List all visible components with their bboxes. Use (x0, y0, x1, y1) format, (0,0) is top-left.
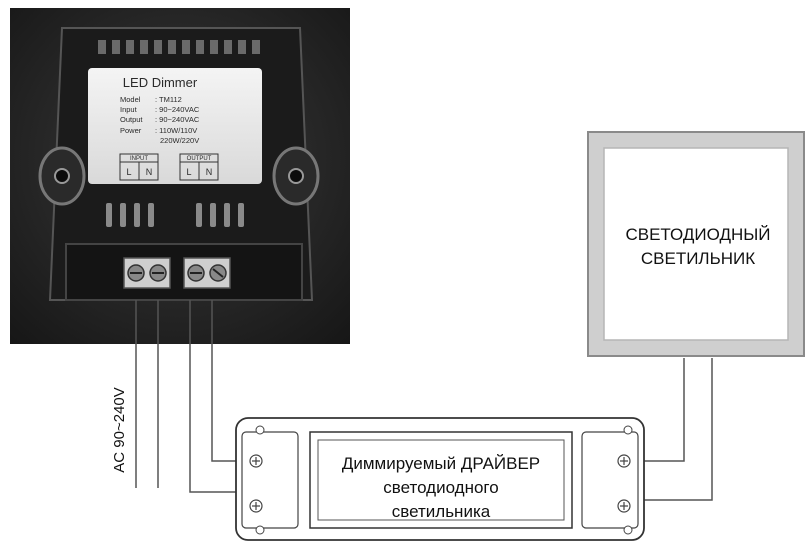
driver-output-wire-1 (636, 358, 685, 462)
wires (135, 300, 713, 501)
label-output-terminals: OUTPUT L N (179, 153, 219, 181)
input-l-label: L (126, 167, 131, 177)
ridge-strip (98, 40, 260, 54)
mounting-hole-left (38, 146, 86, 206)
dimmer-title: LED Dimmer (123, 75, 198, 90)
driver-cap-screws (255, 425, 633, 535)
driver-label-line1: Диммируемый ДРАЙВЕР (342, 454, 540, 473)
luminaire-label-line2: СВЕТИЛЬНИК (641, 249, 755, 268)
output-n-label: N (206, 167, 213, 177)
dimmer-specs: Model : TM112 Input : 90~240VAC Output :… (120, 95, 200, 145)
screw-icon (255, 425, 265, 435)
dimmer-output-wire-2 (211, 300, 244, 462)
led-dimmer: LED Dimmer Model : TM112 Input : 90~240V… (10, 8, 350, 344)
screw-icon (255, 525, 265, 535)
luminaire-panel (603, 147, 789, 341)
spec-key: Input (120, 105, 138, 114)
driver-label-inner (317, 439, 565, 521)
input-label: INPUT (130, 156, 148, 162)
spec-value: : 110W/110V (155, 126, 197, 135)
luminaire-label-line1: СВЕТОДИОДНЫЙ (625, 225, 770, 244)
driver-input-screws (249, 454, 263, 513)
mains-label: AC 90~240V (111, 387, 128, 472)
output-label: OUTPUT (187, 156, 212, 162)
dimmer-output-wire-1 (189, 300, 244, 493)
input-n-label: N (146, 167, 153, 177)
label-input-terminals: INPUT L N (119, 153, 159, 181)
driver-output-wire-2 (636, 358, 713, 501)
driver-housing (235, 417, 645, 541)
driver-output-screws (617, 454, 631, 513)
driver-label-line2: светодиодного (383, 478, 498, 497)
screw-icon (623, 425, 633, 435)
driver-label-line3: светильника (392, 502, 491, 521)
dimmable-driver: Диммируемый ДРАЙВЕР светодиодного светил… (235, 417, 645, 541)
mounting-hole-right (272, 146, 320, 206)
spec-value: : 90~240VAC (155, 115, 200, 124)
led-luminaire: СВЕТОДИОДНЫЙ СВЕТИЛЬНИК (587, 131, 805, 357)
spec-value: : 90~240VAC (155, 105, 200, 114)
driver-right-cap (581, 431, 639, 529)
driver-left-cap (241, 431, 299, 529)
input-terminal-block (123, 257, 171, 289)
output-l-label: L (186, 167, 191, 177)
driver-label-frame (309, 431, 573, 529)
spec-value: 220W/220V (160, 136, 199, 145)
vent-slots (106, 203, 244, 227)
spec-key: Output (120, 115, 143, 124)
spec-value: : TM112 (155, 95, 182, 104)
output-terminal-block (183, 257, 231, 289)
spec-key: Model (120, 95, 141, 104)
screw-icon (623, 525, 633, 535)
spec-key: Power (120, 126, 142, 135)
